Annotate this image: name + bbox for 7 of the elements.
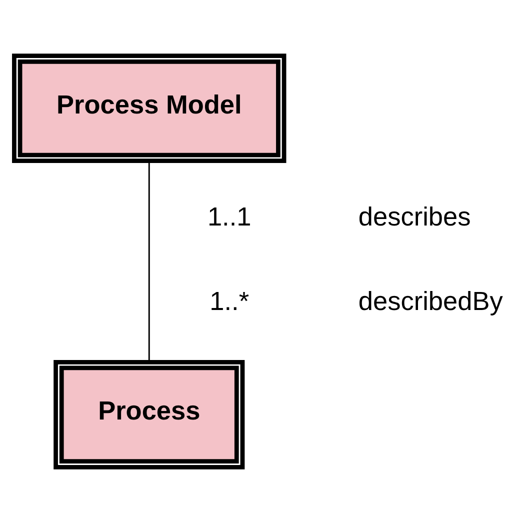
label: describes bbox=[358, 202, 471, 232]
label: describedBy bbox=[358, 286, 503, 316]
connector bbox=[148, 161, 150, 362]
label: 1..1 bbox=[207, 202, 252, 232]
node-box: Process Model bbox=[12, 54, 286, 164]
label: 1..* bbox=[210, 286, 250, 316]
node-box: Process bbox=[54, 360, 245, 470]
